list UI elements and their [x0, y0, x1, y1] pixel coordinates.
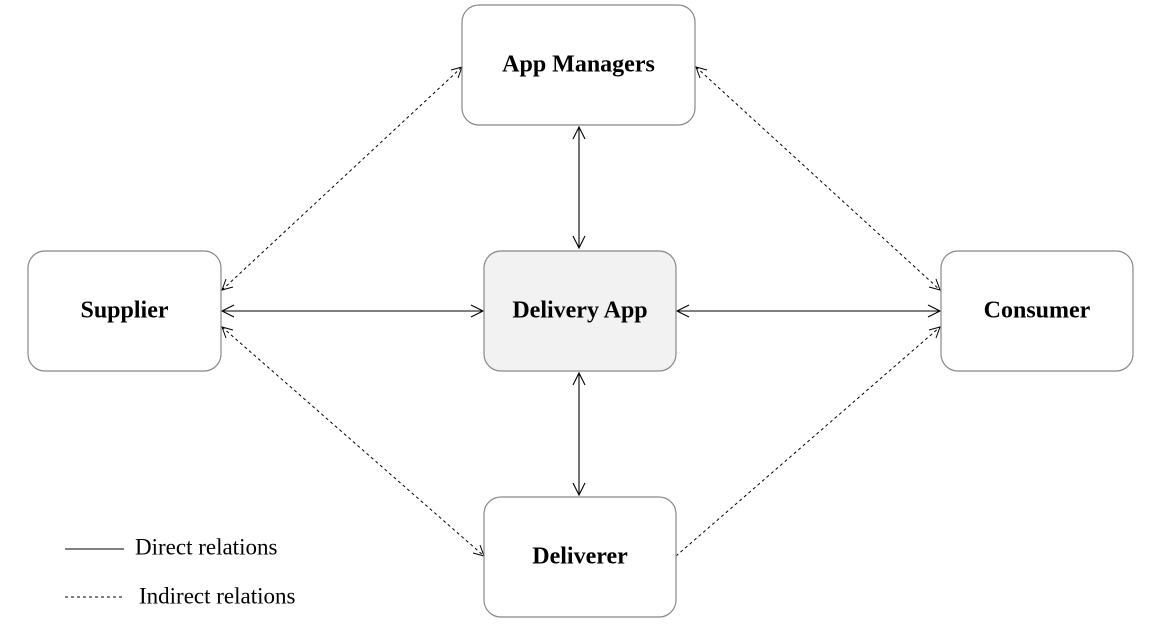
edge-app-managers-consumer: [695, 66, 941, 291]
node-delivery-app: Delivery App: [483, 250, 677, 372]
node-app-managers: App Managers: [461, 4, 696, 126]
legend-indirect: Indirect relations: [65, 583, 296, 608]
edge-supplier-delivery-app: [220, 304, 485, 318]
edge-delivery-app-consumer: [675, 304, 942, 318]
direct-edges: [220, 125, 942, 497]
legend: Direct relations Indirect relations: [65, 534, 296, 608]
node-label-consumer: Consumer: [984, 298, 1091, 324]
edge-deliverer-consumer: [675, 326, 941, 557]
edge-delivery-app-deliverer: [572, 371, 586, 497]
node-deliverer: Deliverer: [483, 496, 677, 618]
edge-supplier-app-managers: [221, 66, 463, 291]
node-consumer: Consumer: [940, 250, 1134, 372]
node-supplier: Supplier: [27, 250, 222, 372]
indirect-edges: [221, 66, 941, 557]
legend-indirect-label: Indirect relations: [139, 583, 296, 608]
node-label-delivery-app: Delivery App: [512, 298, 647, 324]
node-label-supplier: Supplier: [80, 298, 168, 324]
legend-direct-label: Direct relations: [135, 534, 277, 559]
legend-direct: Direct relations: [65, 534, 277, 559]
node-label-app-managers: App Managers: [502, 52, 655, 78]
node-label-deliverer: Deliverer: [532, 544, 628, 570]
edge-supplier-deliverer: [221, 326, 485, 557]
edge-app-managers-delivery-app: [572, 125, 586, 250]
